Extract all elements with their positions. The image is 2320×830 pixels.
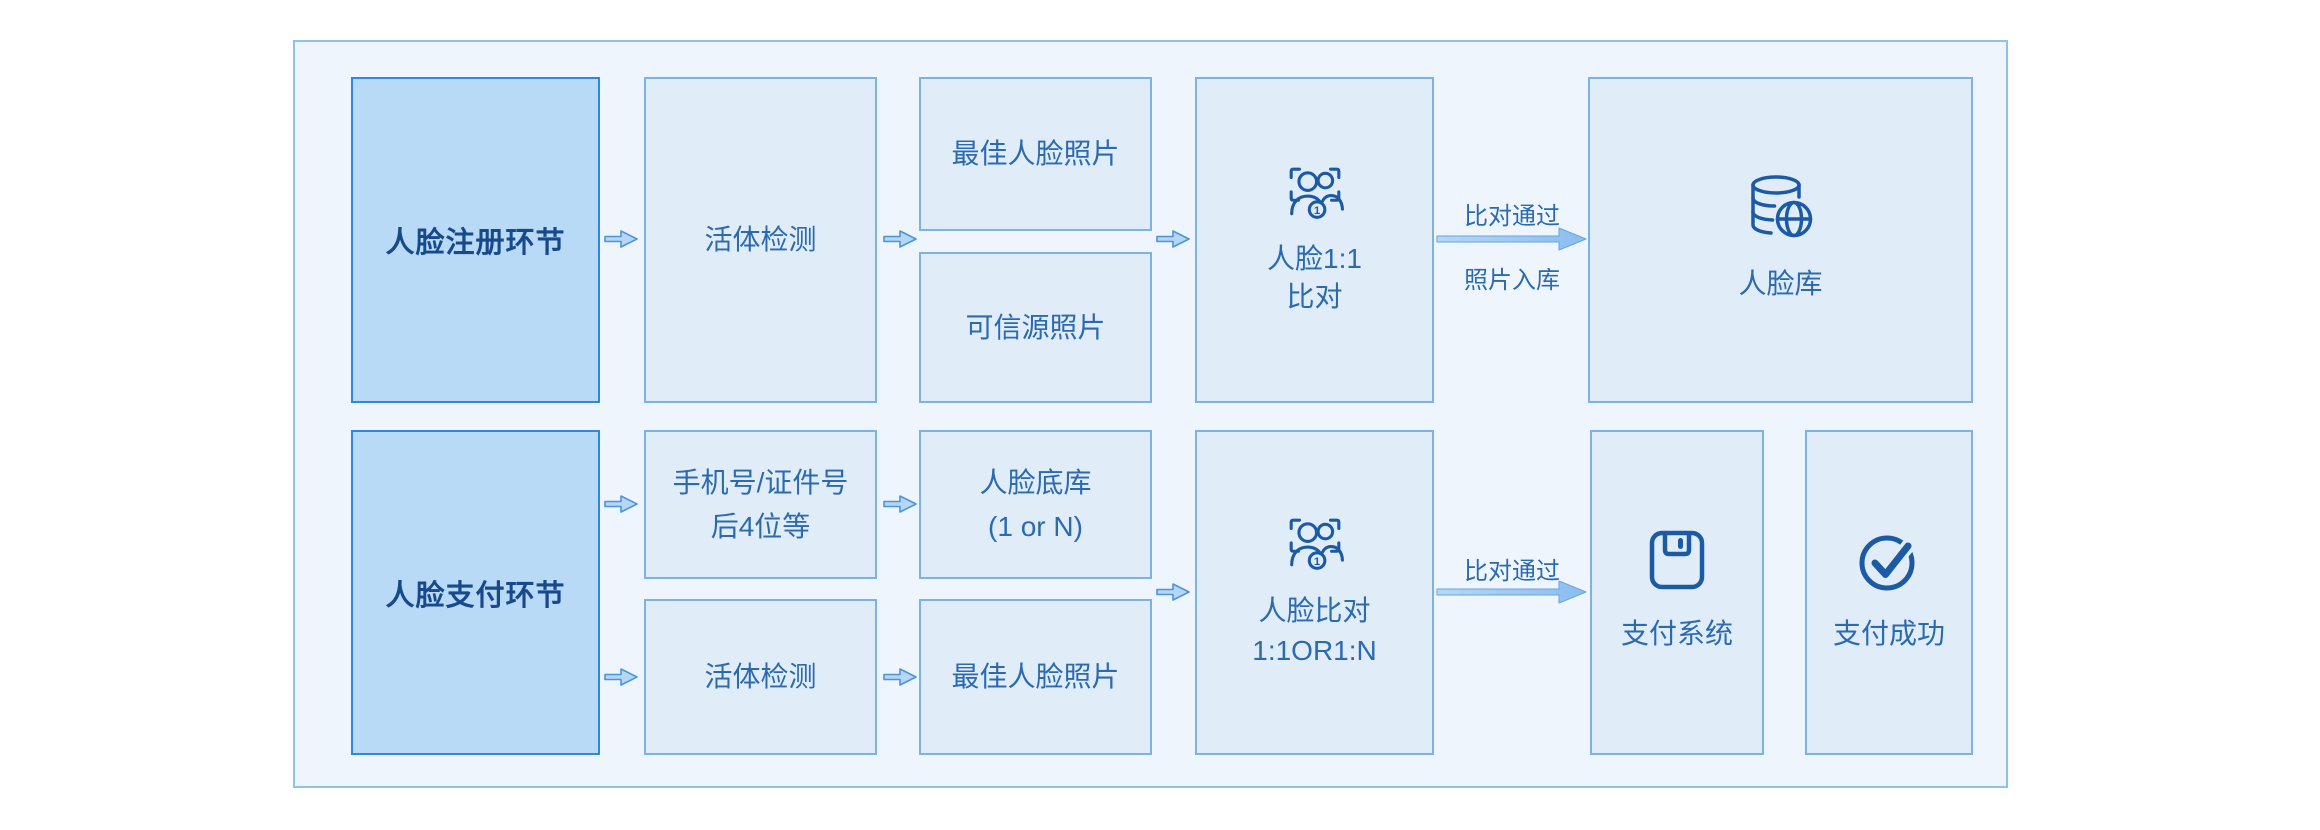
step-label: 支付系统 [1620, 617, 1733, 649]
step-label-line1: 人脸比对 [1258, 594, 1371, 626]
step-label-line2: 后4位等 [710, 510, 811, 542]
face-scan-icon: 1 [1282, 164, 1348, 222]
long-flow-arrow-icon [1436, 225, 1588, 253]
box-best-face-photo-2: 最佳人脸照片 [919, 599, 1152, 755]
box-best-face-photo-1: 最佳人脸照片 [919, 77, 1152, 231]
box-payment-success: 支付成功 [1805, 430, 1973, 755]
flow-arrow-icon [604, 667, 638, 687]
step-label-line2: 比对 [1286, 281, 1343, 312]
badge-one: 1 [1313, 556, 1320, 568]
flow-arrow-icon [883, 667, 917, 687]
step-label: 活体检测 [704, 661, 817, 692]
step-label: 最佳人脸照片 [951, 138, 1120, 169]
flow-arrow-icon [883, 494, 917, 514]
flow-arrow-icon [1156, 229, 1190, 249]
box-liveness-detection-1: 活体检测 [644, 77, 877, 403]
box-trusted-source-photo: 可信源照片 [919, 252, 1152, 403]
long-flow-arrow-icon [1436, 578, 1588, 606]
arrow-label-compare-passed-1: 比对通过 [1464, 203, 1560, 230]
step-label: 支付成功 [1832, 617, 1945, 649]
face-scan-icon: 1 [1282, 515, 1348, 573]
check-circle-icon [1858, 530, 1920, 592]
step-label-line1: 手机号/证件号 [672, 466, 849, 498]
box-face-compare-1to1-or-1toN: 1 人脸比对 1:1OR1:N [1195, 430, 1434, 755]
save-disk-icon [1649, 530, 1705, 590]
flow-arrow-icon [1156, 582, 1190, 602]
box-face-payment-phase: 人脸支付环节 [351, 430, 600, 755]
flow-arrow-icon [883, 229, 917, 249]
badge-one: 1 [1313, 205, 1320, 217]
box-liveness-detection-2: 活体检测 [644, 599, 877, 755]
arrow-label-photo-stored: 照片入库 [1464, 267, 1560, 294]
box-phone-id-digits: 手机号/证件号 后4位等 [644, 430, 877, 579]
step-label: 可信源照片 [965, 311, 1106, 343]
face-database-icon [1749, 174, 1813, 240]
flow-arrow-icon [604, 494, 638, 514]
phase-label: 人脸支付环节 [385, 579, 566, 612]
step-label: 人脸库 [1738, 268, 1823, 299]
step-label-line1: 人脸底库 [979, 466, 1092, 498]
box-face-base-library: 人脸底库 (1 or N) [919, 430, 1152, 579]
step-label-line1: 人脸1:1 [1267, 243, 1362, 274]
box-face-1to1-compare: 1 人脸1:1 比对 [1195, 77, 1434, 403]
arrow-label-compare-passed-2: 比对通过 [1464, 558, 1560, 585]
step-label-line2: (1 or N) [988, 510, 1083, 542]
box-face-registration-phase: 人脸注册环节 [351, 77, 600, 403]
step-label: 活体检测 [704, 224, 817, 255]
box-payment-system: 支付系统 [1590, 430, 1764, 755]
phase-label: 人脸注册环节 [385, 227, 566, 259]
diagram-canvas: 人脸注册环节 活体检测 最佳人脸照片 可信源照片 [293, 40, 2008, 788]
box-face-database: 人脸库 [1588, 77, 1973, 403]
step-label-line2: 1:1OR1:N [1252, 634, 1377, 666]
step-label: 最佳人脸照片 [951, 661, 1120, 692]
flow-arrow-icon [604, 229, 638, 249]
